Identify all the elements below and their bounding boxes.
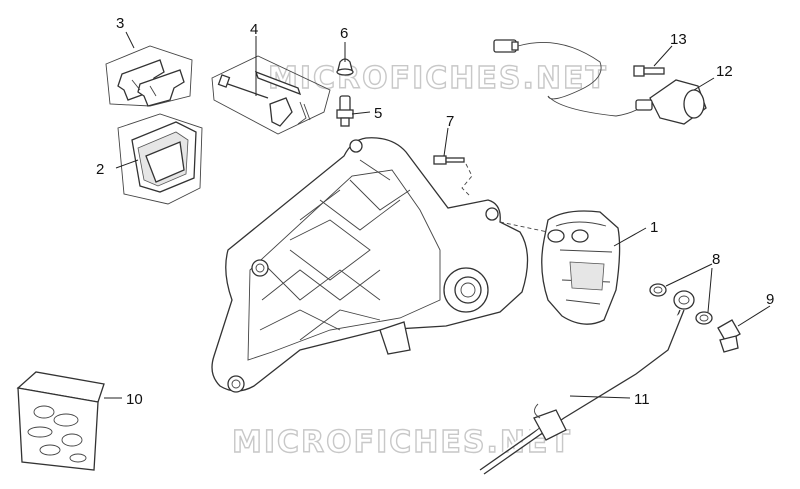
callout-7: 7 xyxy=(446,113,454,130)
callout-5: 5 xyxy=(374,105,382,122)
callout-numbers: 3 2 4 6 5 7 1 8 9 10 11 12 13 xyxy=(96,15,774,408)
callout-8: 8 xyxy=(712,251,720,268)
part-2-brake-pads xyxy=(117,113,203,205)
part-10-kit-bag xyxy=(16,371,105,471)
callout-9: 9 xyxy=(766,291,774,308)
callout-4: 4 xyxy=(250,21,258,38)
part-5-bleed-screw xyxy=(336,95,354,127)
part-3-pad-springs xyxy=(105,45,193,107)
part-4-pin-clip xyxy=(211,55,331,135)
callout-6: 6 xyxy=(340,25,348,42)
callout-10: 10 xyxy=(126,391,143,408)
part-13-screw xyxy=(633,65,665,77)
watermark-top: MICROFICHES.NET xyxy=(268,61,608,96)
part-9-bleeder-fitting xyxy=(717,319,741,353)
callout-12: 12 xyxy=(716,63,733,80)
callout-13: 13 xyxy=(670,31,687,48)
part-7-bolt xyxy=(433,155,473,197)
caliper-bracket xyxy=(211,137,549,393)
callout-1: 1 xyxy=(650,219,658,236)
callout-3: 3 xyxy=(116,15,124,32)
part-1-brake-caliper xyxy=(541,210,621,325)
leader-lines xyxy=(104,31,771,399)
part-11-brake-line xyxy=(479,290,695,475)
watermark-bottom: MICROFICHES.NET xyxy=(232,425,572,460)
part-6-bleed-cap xyxy=(336,58,354,76)
part-12-speed-sensor xyxy=(493,39,707,125)
callout-11: 11 xyxy=(634,391,650,408)
callout-2: 2 xyxy=(96,161,104,178)
part-8-washers xyxy=(649,283,713,325)
